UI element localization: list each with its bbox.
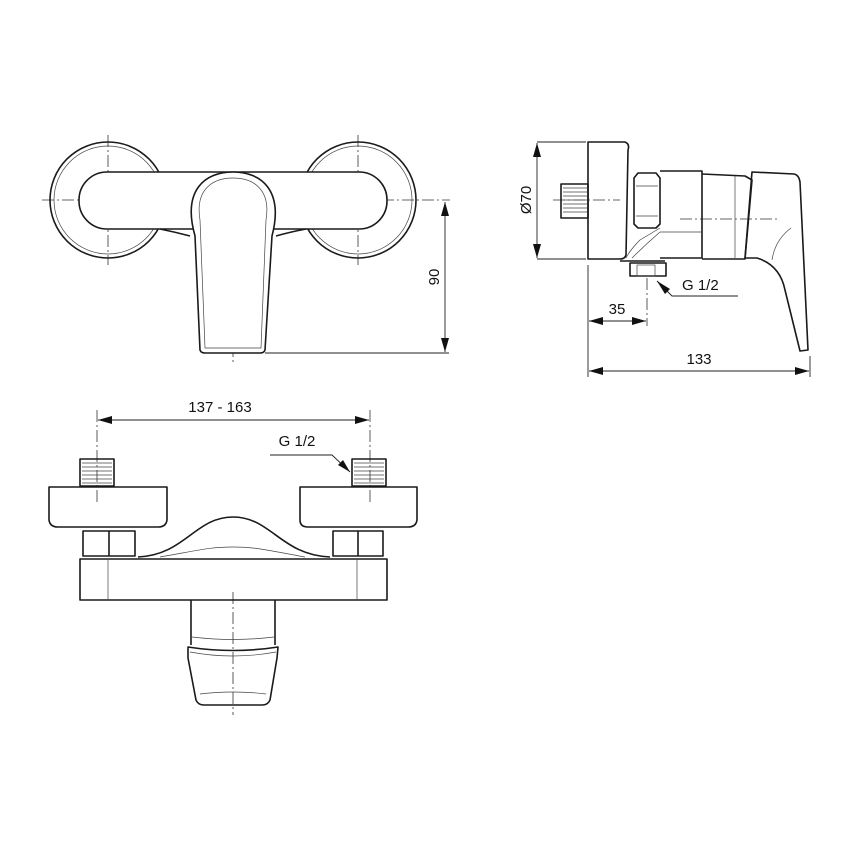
arrow-head bbox=[589, 367, 603, 375]
lever-side bbox=[744, 171, 809, 352]
body-fillets bbox=[159, 228, 307, 237]
side-thread-label: G 1/2 bbox=[682, 277, 719, 294]
lever-handle bbox=[190, 171, 277, 354]
arrow-head bbox=[98, 416, 112, 424]
thread-lines bbox=[354, 462, 384, 484]
arrow-head bbox=[795, 367, 809, 375]
diameter-dimension-label: Ø70 bbox=[518, 186, 535, 214]
mixer-body bbox=[79, 558, 388, 601]
lever-curve bbox=[771, 227, 792, 261]
outlet-fitting bbox=[620, 260, 667, 277]
bottom-thread-label: G 1/2 bbox=[279, 433, 316, 450]
depth-dimension-label: 133 bbox=[686, 351, 711, 368]
right-hex-nut bbox=[332, 530, 384, 557]
thread-leader bbox=[270, 454, 351, 473]
hex-nut bbox=[633, 172, 661, 229]
lever-end bbox=[187, 646, 279, 706]
side-view: G 1/2 Ø70 35 133 bbox=[518, 141, 811, 377]
arrow-head bbox=[533, 244, 541, 258]
inlet-thread bbox=[560, 183, 589, 219]
right-inlet-thread bbox=[351, 458, 387, 487]
front-view: 90 bbox=[42, 135, 450, 365]
stem-line bbox=[191, 636, 275, 640]
arrow-head bbox=[338, 460, 350, 472]
wall-plate-side bbox=[587, 141, 630, 260]
spacing-dimension-label: 137 - 163 bbox=[188, 399, 251, 416]
bottom-view: 137 - 163 G 1/2 bbox=[48, 399, 418, 715]
arrow-head bbox=[355, 416, 369, 424]
left-inlet-thread bbox=[79, 458, 115, 487]
height-dimension-label: 90 bbox=[426, 269, 443, 286]
body-fillet bbox=[625, 227, 702, 259]
arrow-head bbox=[657, 281, 670, 294]
arrow-head bbox=[441, 338, 449, 352]
body-hump bbox=[137, 516, 331, 558]
offset-dimension-label: 35 bbox=[609, 301, 626, 318]
left-wall-plate bbox=[48, 486, 168, 528]
lever-end-lines bbox=[189, 651, 277, 695]
left-hex-nut bbox=[82, 530, 136, 557]
body-seams bbox=[107, 559, 358, 600]
arrow-head bbox=[589, 317, 603, 325]
thread-lines bbox=[82, 462, 112, 484]
arrow-head bbox=[441, 202, 449, 216]
body-section bbox=[660, 170, 703, 259]
lever-handle-inner bbox=[198, 177, 268, 349]
right-wall-plate bbox=[299, 486, 418, 528]
nut-facets bbox=[636, 185, 658, 217]
outlet-fitting-inner bbox=[636, 264, 656, 277]
hump-inner bbox=[159, 546, 306, 558]
arrow-head bbox=[533, 143, 541, 157]
outlet-stem bbox=[190, 600, 276, 645]
arrow-head bbox=[632, 317, 646, 325]
body-rear bbox=[701, 173, 753, 260]
thread-lines bbox=[563, 187, 587, 213]
